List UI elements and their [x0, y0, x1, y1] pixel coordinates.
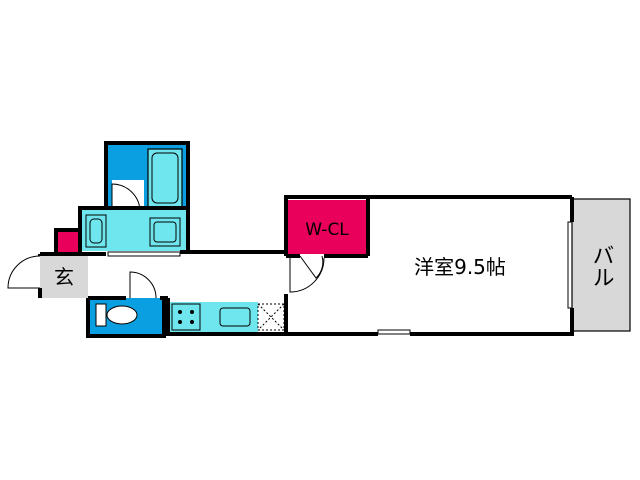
stove-icon	[171, 303, 201, 331]
window-bottom	[377, 329, 411, 335]
balcony-area	[572, 199, 630, 331]
kitchen-sink-icon	[219, 307, 251, 327]
walk-in-closet-label: W-CL	[305, 220, 349, 240]
walk-in-closet-area	[286, 200, 366, 254]
balcony-label: バル	[589, 244, 614, 288]
bathtub-icon	[147, 148, 183, 208]
fridge-space-icon	[257, 303, 285, 331]
bath-door-icon	[111, 180, 144, 211]
shoe-box	[58, 232, 82, 254]
washing-machine-icon	[149, 217, 181, 247]
closet-door-icon	[299, 255, 324, 279]
washbasin-icon	[85, 214, 107, 248]
entrance-label: 玄	[54, 265, 74, 289]
entrance-floor	[40, 256, 88, 298]
entrance-door-icon	[7, 255, 41, 289]
washroom-sliding-door	[107, 251, 181, 257]
balcony-outline	[571, 198, 631, 332]
western-room-label: 洋室9.5帖	[414, 255, 506, 279]
room-door-icon	[289, 257, 325, 293]
toilet-icon	[95, 303, 138, 327]
toilet-door-icon	[129, 271, 157, 299]
